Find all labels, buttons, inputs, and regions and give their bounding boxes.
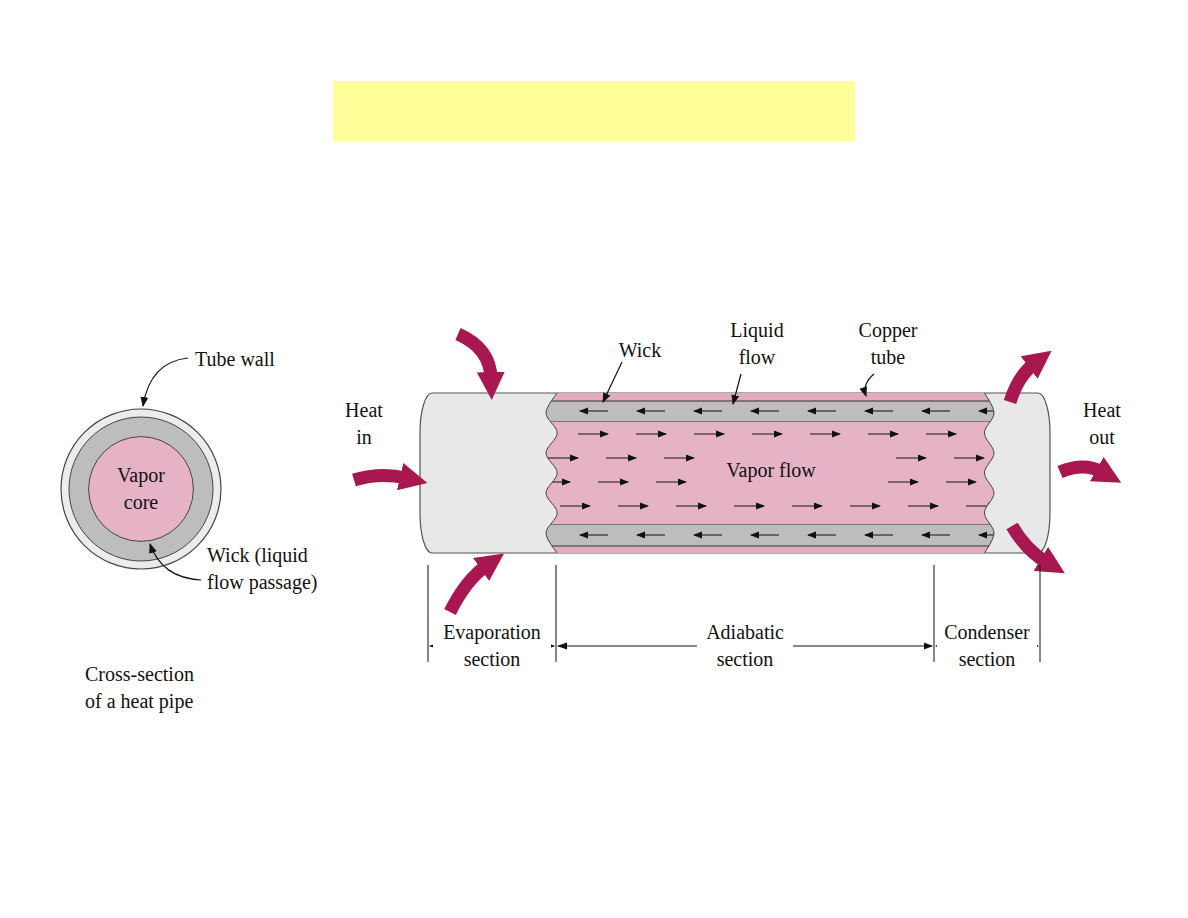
- heat-in-arrow: [450, 566, 486, 612]
- node-label: Vapor core: [106, 462, 176, 516]
- flow-arrow: [808, 534, 836, 535]
- flow-arrow: [808, 410, 836, 411]
- part-label: Copper tube: [849, 317, 927, 371]
- flow-arrow: [676, 505, 706, 506]
- flow-arrow: [560, 505, 590, 506]
- flow-arrow: [865, 534, 893, 535]
- node-text-group: Vapor core: [106, 462, 176, 516]
- leader-line: [733, 374, 741, 404]
- flow-arrow: [946, 481, 976, 482]
- flow-arrow: [664, 457, 694, 458]
- flow-arrow: [979, 410, 1007, 411]
- part-label: Wick (liquid flow passage): [205, 542, 327, 596]
- flow-arrow: [751, 410, 779, 411]
- section-label: Adiabatic section: [697, 619, 793, 673]
- copper-tube: [530, 393, 1010, 553]
- flow-arrow: [734, 505, 764, 506]
- heat-out-arrow: [1060, 467, 1102, 472]
- flow-arrow: [694, 433, 724, 434]
- wick-ring: [69, 417, 213, 561]
- flow-arrow: [580, 534, 608, 535]
- cut-edge: [546, 393, 994, 553]
- flow-arrow: [694, 534, 722, 535]
- cross-section: [61, 409, 221, 569]
- heat-label: Heat out: [1071, 397, 1133, 451]
- flow-label: Liquid flow: [721, 317, 793, 371]
- flow-arrow: [580, 410, 608, 411]
- lower-wick: [530, 524, 1010, 546]
- flow-arrow: [926, 433, 956, 434]
- flow-arrow: [954, 457, 984, 458]
- flow-arrow: [751, 534, 779, 535]
- flow-arrow: [578, 433, 608, 434]
- heat-in-arrow: [458, 334, 491, 378]
- leader-line: [603, 362, 622, 402]
- flow-arrow: [540, 481, 570, 482]
- leader-line: [150, 544, 201, 580]
- heat-in-arrow: [354, 475, 406, 480]
- flow-arrow: [850, 505, 880, 506]
- pipe-body: [420, 393, 1050, 553]
- flow-arrow: [979, 534, 1007, 535]
- section-label: Condenser section: [937, 619, 1037, 673]
- flow-arrow: [922, 534, 950, 535]
- flow-arrow: [888, 481, 918, 482]
- flow-arrow: [792, 505, 822, 506]
- heat-out-arrow: [1012, 526, 1046, 562]
- flow-arrow: [656, 481, 686, 482]
- flow-arrow: [908, 505, 938, 506]
- part-label: Tube wall: [193, 346, 313, 373]
- dimension-tick: [1040, 565, 1041, 662]
- vapor-core-shape: [89, 437, 194, 542]
- flow-arrow: [922, 410, 950, 411]
- part-label: Wick: [600, 337, 680, 364]
- dimension-tick: [428, 565, 429, 662]
- dimension-tick: [556, 565, 557, 662]
- flow-arrow: [868, 433, 898, 434]
- section-label: Evaporation section: [433, 619, 551, 673]
- heat-arrows: [354, 334, 1102, 612]
- heat-out-arrow: [1010, 364, 1034, 402]
- vapor-core: [530, 422, 1010, 524]
- vapor-core-circle: Vapor core: [88, 436, 194, 542]
- flow-arrow: [810, 433, 840, 434]
- flow-arrow: [618, 505, 648, 506]
- cutaway: [530, 393, 1010, 553]
- node-outline: [88, 436, 194, 542]
- tube-wall-ring: [61, 409, 221, 569]
- upper-wick: [530, 401, 1010, 422]
- flow-arrow: [606, 457, 636, 458]
- flow-arrow: [752, 433, 782, 434]
- flow-arrow: [598, 481, 628, 482]
- heat-label: Heat in: [334, 397, 394, 451]
- flow-arrow: [694, 410, 722, 411]
- flow-arrow: [966, 505, 996, 506]
- flow-arrow: [636, 433, 666, 434]
- title-band: [333, 81, 855, 141]
- flow-arrow: [548, 457, 578, 458]
- flow-arrow: [896, 457, 926, 458]
- flow-arrows: [540, 411, 1007, 535]
- leader-line: [143, 358, 188, 406]
- flow-arrow: [637, 534, 665, 535]
- dimension-tick: [934, 565, 935, 662]
- flow-arrow: [637, 410, 665, 411]
- heat-pipe: [420, 393, 1050, 553]
- flow-label: Vapor flow: [716, 457, 826, 484]
- leader-line: [865, 374, 874, 396]
- figure-caption: Cross-section of a heat pipe: [83, 661, 207, 715]
- flow-arrow: [865, 410, 893, 411]
